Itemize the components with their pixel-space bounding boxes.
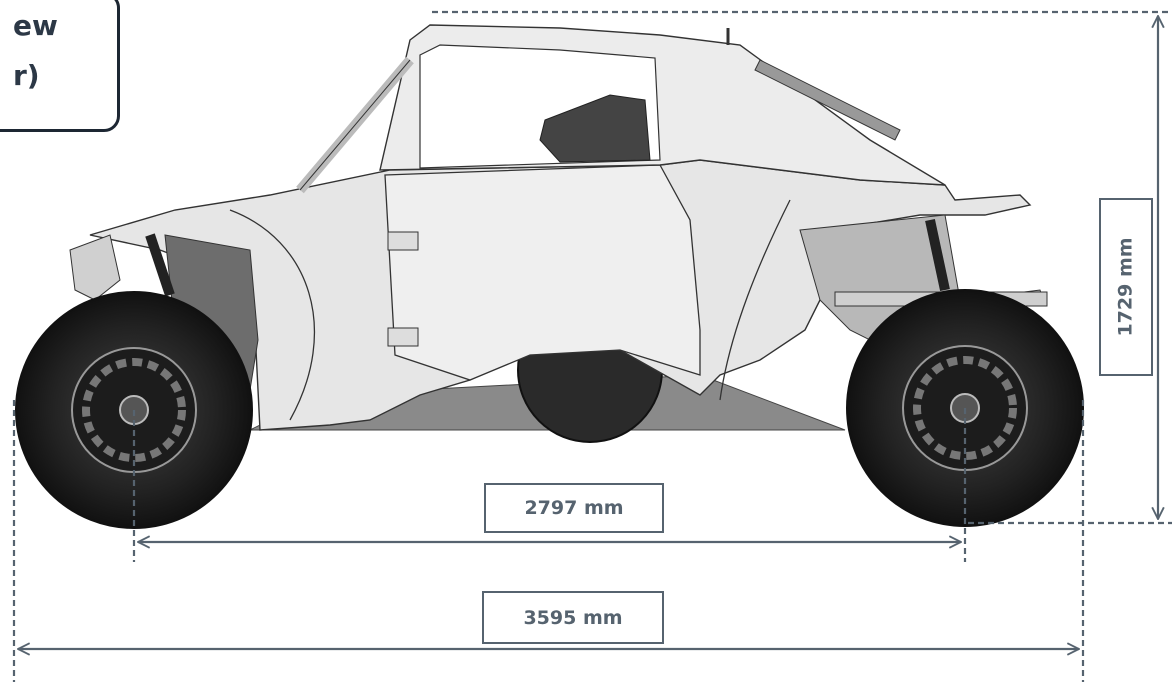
view-title-line2: r) xyxy=(13,59,40,92)
roll-cage-cabin xyxy=(296,24,946,194)
wheelbase-value: 2797 mm xyxy=(524,497,624,519)
view-title-line1: ew xyxy=(13,9,58,42)
dimension-lines xyxy=(12,10,1172,682)
wheelbase-label: 2797 mm xyxy=(484,483,664,533)
overall-length-label: 3595 mm xyxy=(482,591,664,644)
height-label: 1729 mm xyxy=(1099,198,1153,376)
height-value: 1729 mm xyxy=(1115,237,1137,337)
view-title-box: ew r) xyxy=(0,0,120,132)
overall-length-value: 3595 mm xyxy=(523,606,623,629)
vehicle-body xyxy=(69,159,1048,443)
